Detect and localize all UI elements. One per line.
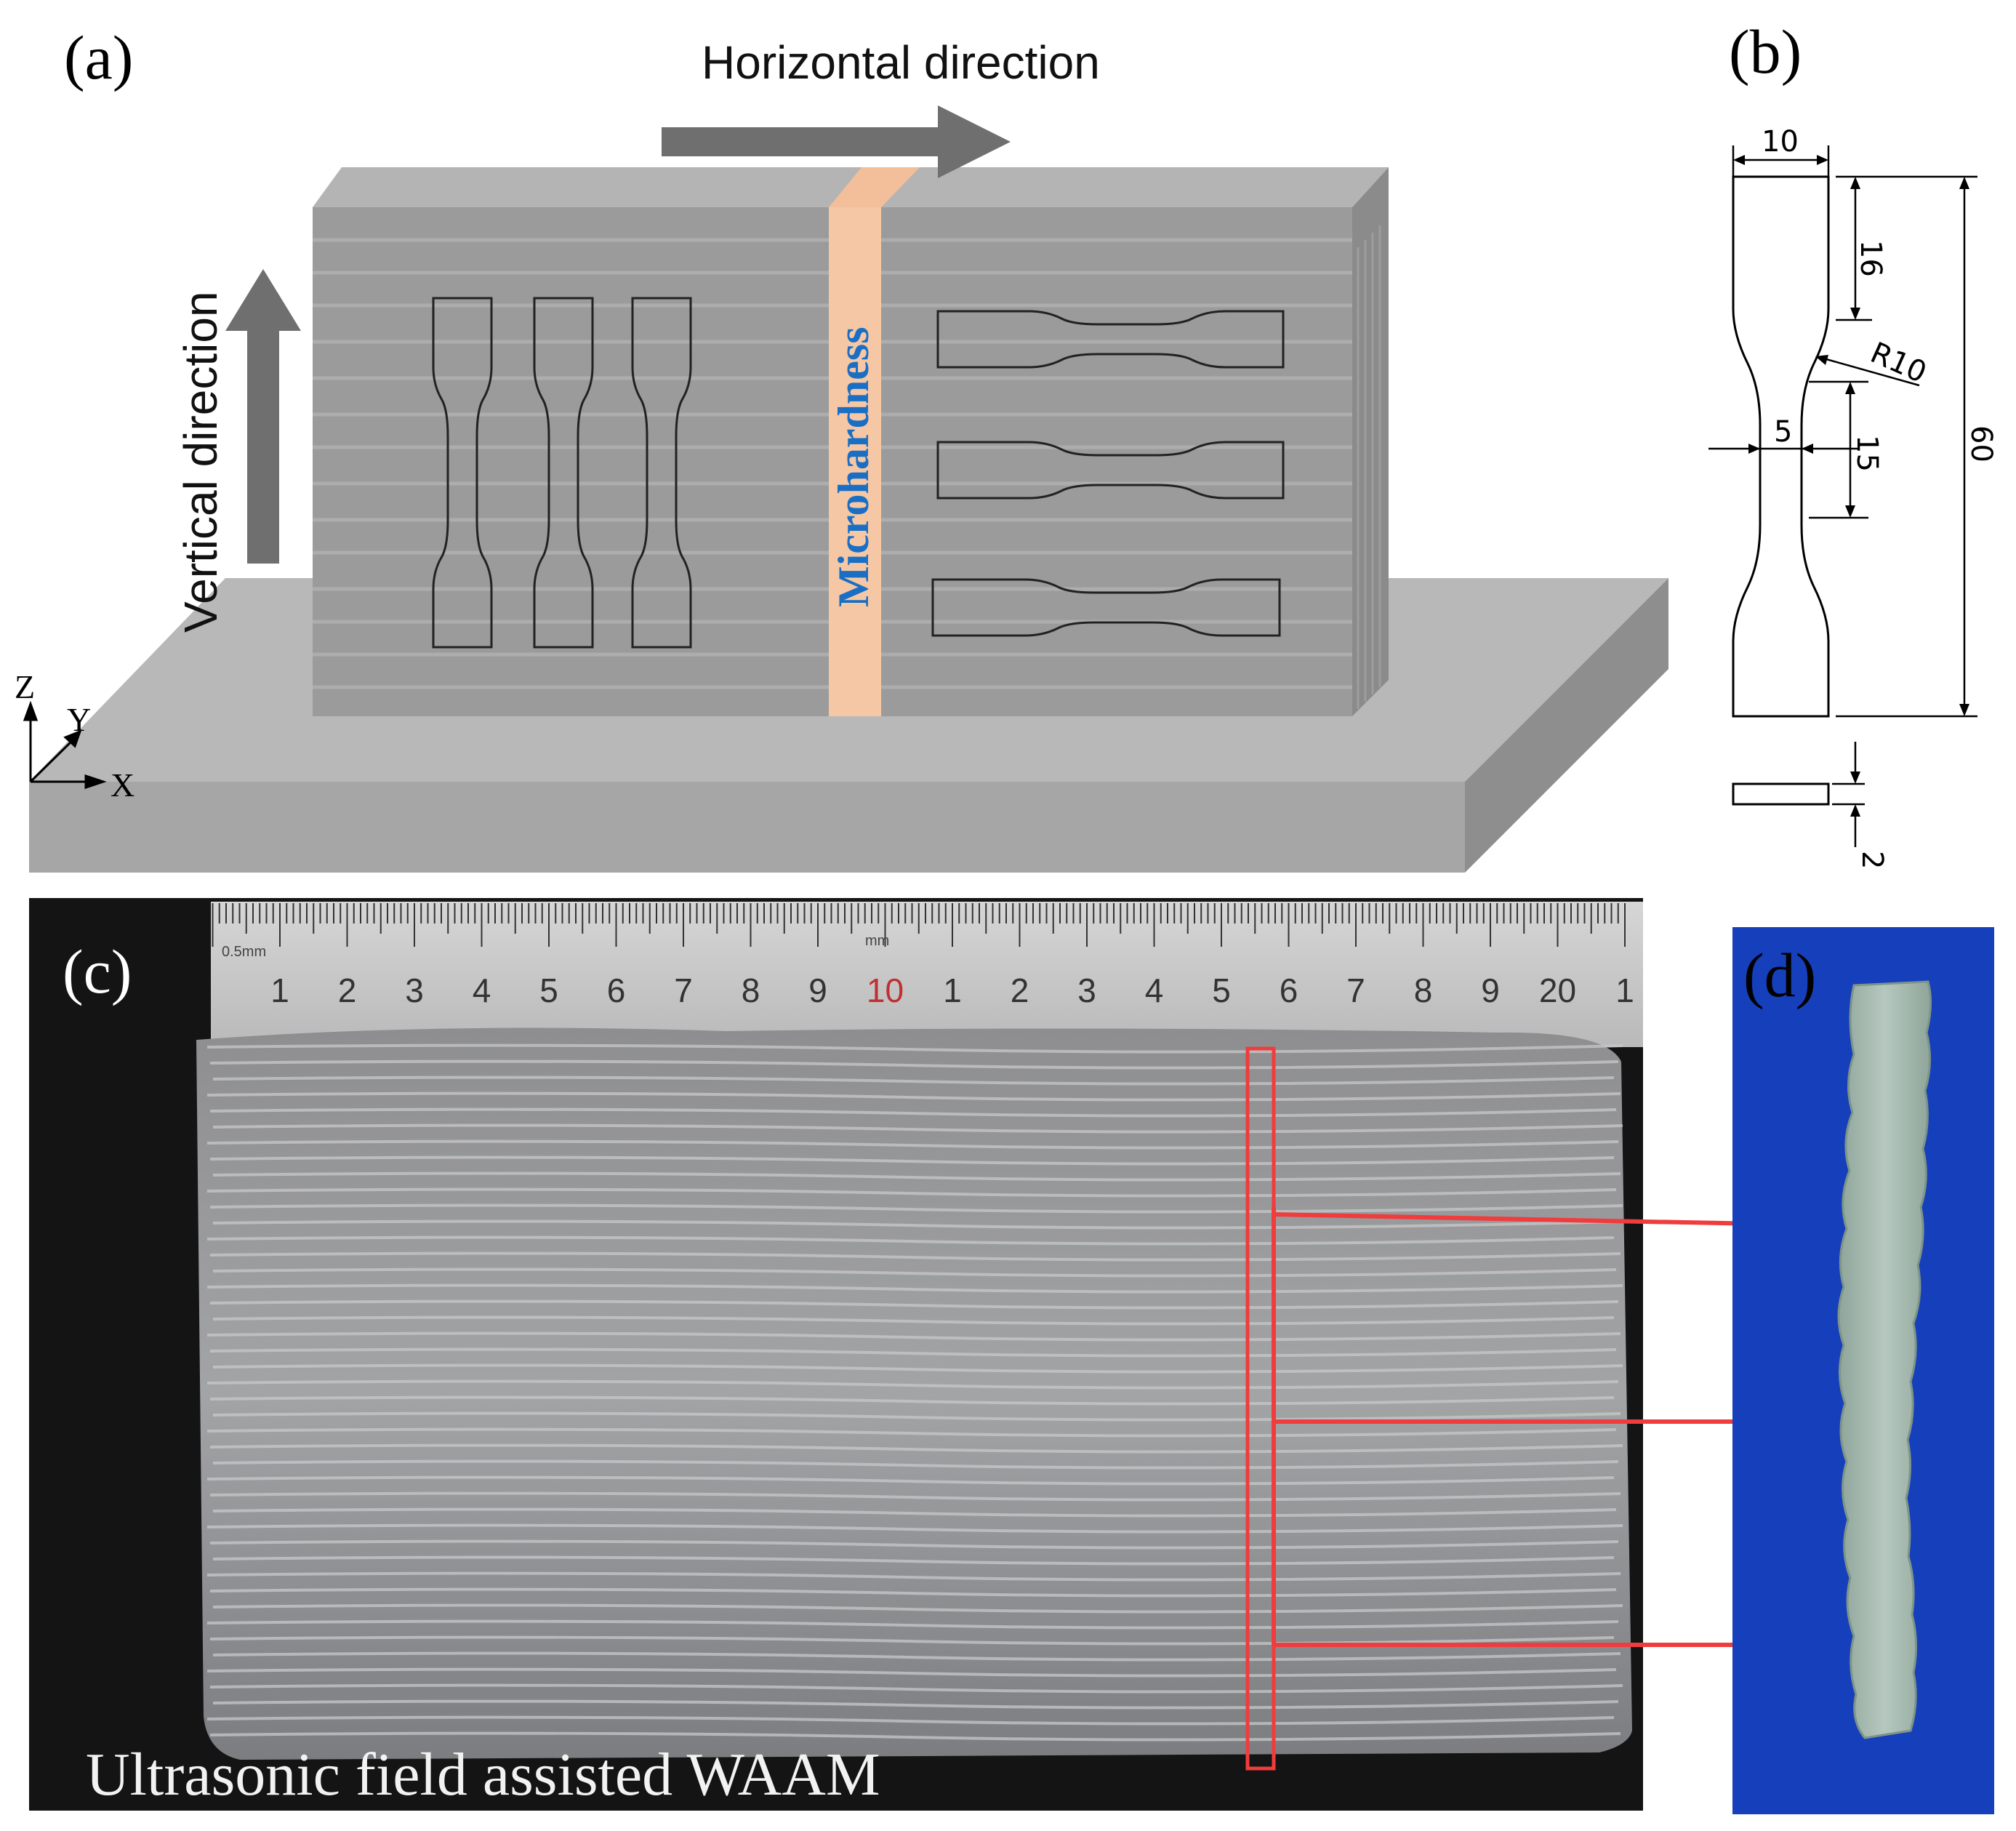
ruler-number: 3 (1077, 971, 1096, 1009)
ruler-number: 1 (1615, 971, 1634, 1009)
weld-bead-layers (206, 1043, 1623, 1742)
axis-z-label: Z (15, 668, 35, 705)
ruler-unit-label-2: mm (865, 933, 889, 949)
dim-gauge-length: 15 (1850, 435, 1884, 472)
ruler-number: 8 (742, 971, 760, 1009)
wall-side-layers (1357, 225, 1381, 709)
ruler-number: 8 (1414, 971, 1433, 1009)
dimension-lines (1708, 145, 1977, 847)
microhardness-label: Microhardness (830, 326, 878, 607)
panel-c-label: (c) (63, 937, 132, 1006)
ruler-number: 2 (338, 971, 357, 1009)
horizontal-specimens (931, 310, 1285, 637)
base-plate-side (1465, 578, 1668, 873)
vertical-arrow (225, 269, 301, 564)
panel-c: 1 2 3 4 5 6 7 8 9 10 1 2 3 4 5 6 7 8 9 20 1 0.5mm mm (c) Ult… (29, 898, 1841, 1811)
ruler-number: 1 (943, 971, 962, 1009)
horizontal-arrow (662, 105, 1011, 178)
microhardness-strip-top (829, 167, 920, 207)
dim-width-top: 10 (1762, 125, 1799, 159)
panel-a-label: (a) (64, 23, 133, 92)
ruler (211, 902, 1643, 1047)
ruler-number: 10 (867, 971, 904, 1009)
ruler-number: 4 (1145, 971, 1164, 1009)
base-plate-front (29, 782, 1465, 873)
ruler-number: 9 (808, 971, 827, 1009)
ruler-number: 6 (1280, 971, 1298, 1009)
ruler-number: 7 (1346, 971, 1365, 1009)
xyz-axes-icon (23, 700, 107, 790)
axis-x-label: X (111, 766, 134, 804)
ruler-number: 9 (1481, 971, 1500, 1009)
ruler-ticks (212, 903, 1626, 947)
dim-grip-length: 16 (1854, 240, 1887, 277)
specimen-drawing (1732, 175, 1830, 718)
vertical-direction-label: Vertical direction (174, 291, 227, 633)
ruler-number: 5 (539, 971, 558, 1009)
axis-y-label: Y (67, 701, 91, 738)
panel-d-label: (d) (1743, 940, 1816, 1010)
extracted-slab (1837, 980, 1932, 1739)
specimen-thickness-view (1732, 782, 1830, 806)
waam-wall (196, 1027, 1632, 1760)
panel-b: (b) (1708, 17, 1998, 869)
ruler-number: 20 (1539, 971, 1576, 1009)
ruler-number: 7 (674, 971, 693, 1009)
dim-gauge-width: 5 (1774, 415, 1792, 449)
panel-b-label: (b) (1729, 17, 1802, 87)
dim-thickness: 2 (1855, 851, 1889, 869)
ruler-number: 1 (270, 971, 289, 1009)
ruler-number: 4 (473, 971, 491, 1009)
dim-total-length: 60 (1964, 425, 1998, 462)
vertical-specimens (432, 297, 692, 649)
ruler-unit-label: 0.5mm (222, 944, 266, 960)
ruler-number: 6 (607, 971, 626, 1009)
horizontal-direction-label: Horizontal direction (702, 36, 1100, 89)
panel-a: (a) Microhardness (15, 23, 1668, 873)
microhardness-strip (829, 207, 881, 716)
photo-caption: Ultrasonic field assisted WAAM (86, 1741, 880, 1808)
ruler-numbers: 1 2 3 4 5 6 7 8 9 10 1 2 3 4 5 6 7 8 9 20 1 (270, 971, 1634, 1009)
panel-d: (d) (1732, 927, 1994, 1814)
ruler-number: 2 (1011, 971, 1029, 1009)
ruler-number: 3 (405, 971, 424, 1009)
dim-radius: R10 (1866, 336, 1932, 390)
ruler-number: 5 (1212, 971, 1231, 1009)
